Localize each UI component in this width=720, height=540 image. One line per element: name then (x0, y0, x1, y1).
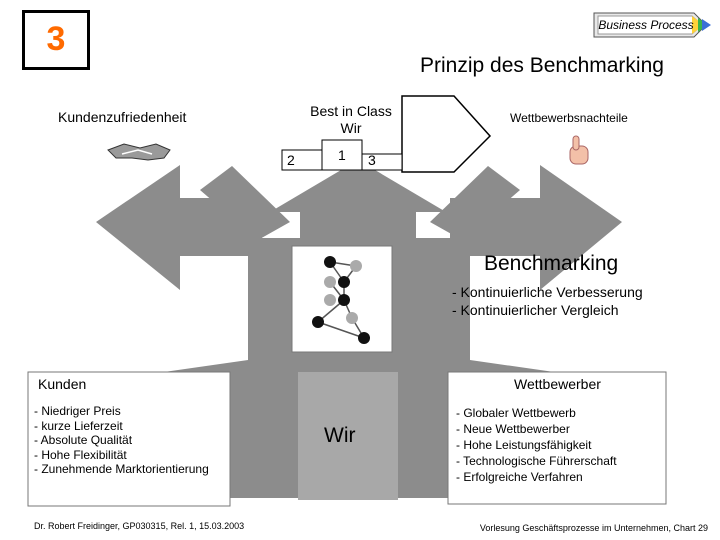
page-title: Prinzip des Benchmarking (420, 54, 664, 77)
list-item: - Hohe Flexibilität (34, 447, 127, 462)
footer-right: Vorlesung Geschäftsprozesse im Unternehm… (479, 523, 708, 533)
right-arrow (450, 165, 622, 290)
kunden-list: - Niedriger Preis - kurze Lieferzeit - A… (34, 404, 209, 477)
rank-1: 1 (338, 147, 346, 163)
best-in-class-label: Best in Class Wir (298, 103, 404, 137)
benchmarking-bullet-2: - Kontinuierlicher Vergleich (452, 302, 619, 318)
business-process-badge: Business Process (593, 12, 711, 38)
handshake-icon (107, 143, 171, 161)
right-diagonal-arm (430, 166, 520, 240)
list-item: - Neue Wettbewerber (456, 422, 570, 436)
network-nodes (312, 256, 370, 344)
badge-label: Business Process (598, 18, 693, 32)
wettbewerber-list: - Globaler Wettbewerb - Neue Wettbewerbe… (456, 405, 617, 485)
list-item: - Zunehmende Marktorientierung (34, 462, 209, 476)
list-item: - kurze Lieferzeit (34, 418, 123, 433)
wettbewerber-heading: Wettbewerber (514, 376, 601, 392)
slide-number: 3 (46, 20, 66, 58)
wettbewerber-box (447, 371, 667, 505)
list-item: - Globaler Wettbewerb (456, 406, 576, 420)
up-arrow (270, 160, 446, 240)
slide-number-box: 3 (22, 10, 90, 70)
benchmarking-heading: Benchmarking (484, 252, 619, 275)
hand-pointing-icon (569, 135, 589, 165)
podium-right (361, 153, 403, 171)
footer-left: Dr. Robert Freidinger, GP030315, Rel. 1,… (34, 521, 245, 531)
kundenzufriedenheit-label: Kundenzufriedenheit (58, 109, 187, 125)
list-item: - Erfolgreiche Verfahren (456, 470, 583, 484)
kunden-heading: Kunden (38, 376, 87, 392)
list-item: - Hohe Leistungsfähigkeit (456, 438, 592, 452)
benchmarking-bullet-1: - Kontinuierliche Verbesserung (452, 284, 643, 300)
left-diagonal-arm (200, 166, 290, 240)
wettbewerbsnachteile-label: Wettbewerbsnachteile (510, 111, 628, 125)
podium-left (281, 149, 323, 171)
best-in-class-line1: Best in Class (310, 103, 392, 119)
list-item: - Absolute Qualität (34, 433, 133, 447)
left-arrow (96, 165, 262, 290)
top-right-wedge (401, 95, 492, 173)
center-wir-panel (298, 372, 398, 500)
list-item: - Technologische Führerschaft (456, 454, 617, 468)
kunden-box (27, 371, 231, 507)
rank-2: 2 (287, 152, 295, 168)
base-wir-label: Wir (324, 424, 356, 447)
rank-3: 3 (368, 152, 376, 168)
list-item: - Niedriger Preis (34, 404, 121, 418)
best-in-class-line2: Wir (340, 120, 362, 136)
